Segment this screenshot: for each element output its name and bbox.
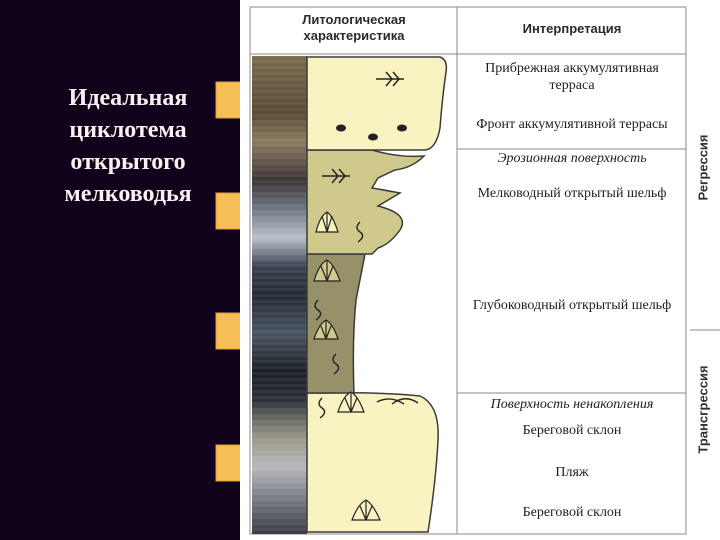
interpretation-beach: Пляж bbox=[458, 465, 686, 481]
header-line: характеристика bbox=[252, 28, 456, 44]
phase-label-regression: Регрессия bbox=[696, 128, 711, 208]
header-lithology: Литологическая характеристика bbox=[252, 12, 456, 44]
interpretation-shoreface-lower: Береговой склон bbox=[458, 505, 686, 521]
phase-label-transgression: Трансгрессия bbox=[696, 355, 711, 465]
header-interpretation: Интерпретация bbox=[458, 21, 686, 37]
header-line: Литологическая bbox=[252, 12, 456, 28]
interpretation-shallow-shelf: Мелководный открытый шельф bbox=[458, 186, 686, 202]
interpretation-terrace-front: Фронт аккумулятивной террасы bbox=[458, 117, 686, 133]
core-photo-texture bbox=[252, 56, 307, 534]
interpretation-coastal-terrace: Прибрежная аккумулятивная терраса bbox=[458, 60, 686, 94]
interpretation-shoreface: Береговой склон bbox=[458, 423, 686, 439]
interp-line: Прибрежная аккумулятивная bbox=[458, 60, 686, 77]
interpretation-nondeposition: Поверхность ненакопления bbox=[458, 397, 686, 413]
interp-line: терраса bbox=[458, 77, 686, 94]
bed-shallow-shelf bbox=[307, 150, 424, 254]
interpretation-erosion-surface: Эрозионная поверхность bbox=[458, 151, 686, 167]
interpretation-deep-shelf: Глубоководный открытый шельф bbox=[458, 298, 686, 314]
